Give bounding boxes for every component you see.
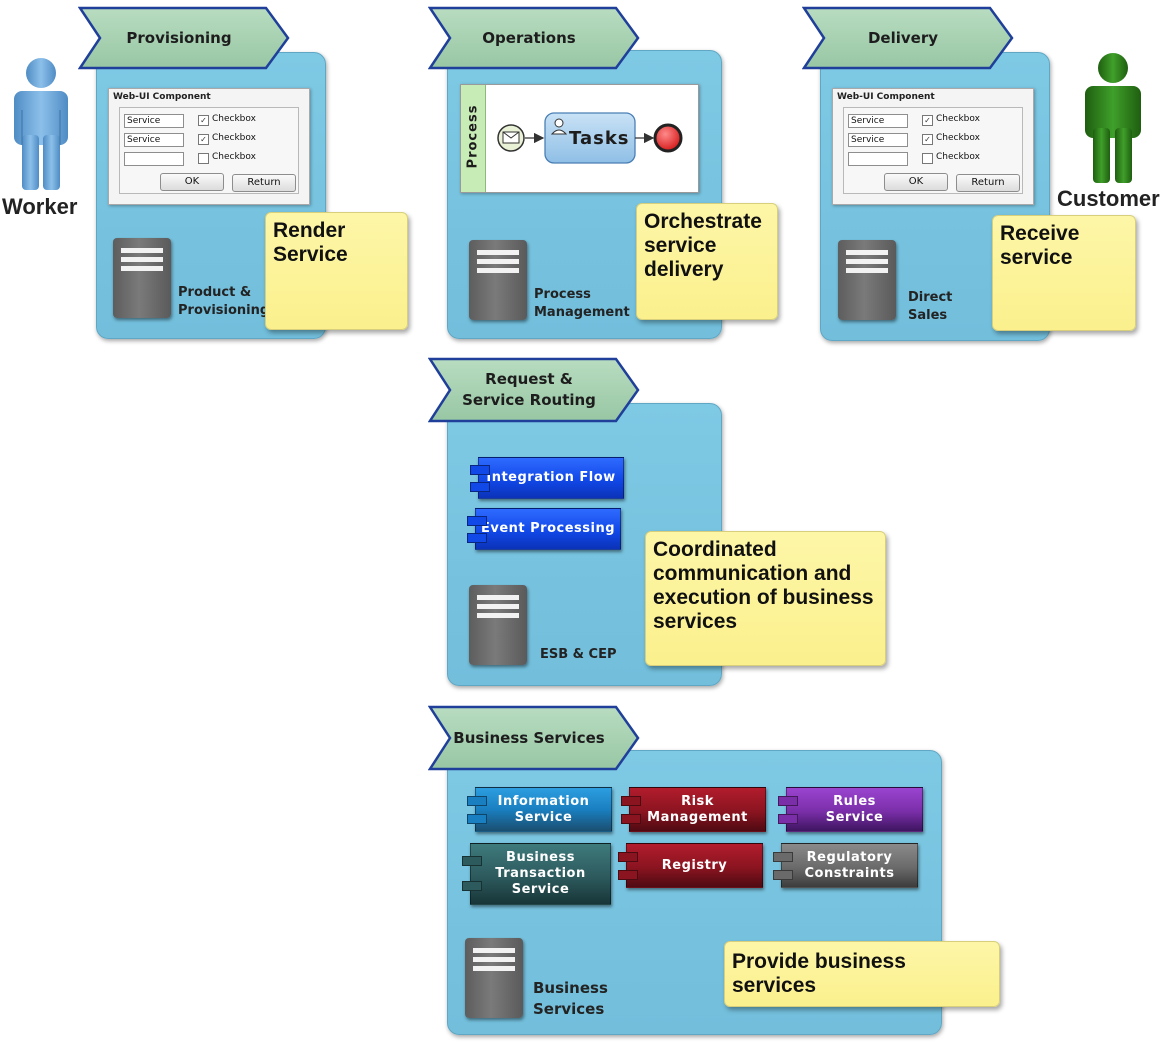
worker-label: Worker [2, 194, 78, 219]
checkbox-label: Checkbox [936, 114, 980, 124]
customer-label: Customer [1057, 186, 1160, 211]
delivery-webui: Web-UI Component Service Service ✓ Check… [832, 88, 1034, 205]
operations-tab-label: Operations [482, 28, 576, 47]
end-event-icon [653, 123, 683, 153]
delivery-note: Receive service [992, 215, 1136, 331]
risk-management-component: Risk Management [621, 787, 766, 832]
provisioning-webui: Web-UI Component Service Service ✓ Check… [108, 88, 310, 205]
task-label: Tasks [569, 128, 630, 149]
ok-button[interactable]: OK [884, 173, 948, 191]
routing-server-label: ESB & CEP [540, 647, 617, 662]
process-flow [497, 112, 683, 164]
business-transaction-service-component: Business Transaction Service [462, 843, 611, 905]
business-tab: Business Services [428, 705, 640, 771]
operations-note: Orchestrate service delivery [636, 203, 778, 320]
checkbox-unchecked[interactable] [198, 153, 209, 164]
event-processing-label: Event Processing [475, 508, 621, 550]
provisioning-server-label: Product & Provisioning [178, 285, 270, 318]
checkbox-label: Checkbox [212, 133, 256, 143]
customer-actor [1080, 50, 1146, 185]
integration-flow-label: Integration Flow [478, 457, 624, 499]
rules-service-component: Rules Service [778, 787, 923, 832]
delivery-tab: Delivery [802, 6, 1014, 70]
service-field[interactable]: Service [848, 133, 908, 147]
checkbox-label: Checkbox [936, 152, 980, 162]
checkbox-checked[interactable]: ✓ [922, 134, 933, 145]
checkbox-checked[interactable]: ✓ [198, 134, 209, 145]
webui-body: Service Service ✓ Checkbox ✓ Checkbox Ch… [119, 107, 299, 194]
process-pool: Process Tasks [460, 84, 699, 193]
business-note: Provide business services [724, 941, 1000, 1007]
checkbox-label: Checkbox [212, 114, 256, 124]
registry-component: Registry [618, 843, 763, 888]
server-icon [113, 238, 171, 318]
worker-person-icon [14, 58, 68, 190]
service-field[interactable]: Service [124, 133, 184, 147]
webui-title: Web-UI Component [837, 92, 935, 102]
information-service-label: Information Service [475, 787, 612, 832]
operations-server-label: Process Management [534, 287, 630, 320]
checkbox-checked[interactable]: ✓ [198, 115, 209, 126]
checkbox-checked[interactable]: ✓ [922, 115, 933, 126]
business-server-label: Business Services [533, 979, 608, 1018]
empty-field[interactable] [848, 152, 908, 166]
routing-tab-label: Request & Service Routing [462, 370, 596, 409]
customer-person-icon [1085, 53, 1141, 183]
return-button[interactable]: Return [232, 174, 296, 192]
pool-label: Process [465, 104, 481, 169]
webui-title: Web-UI Component [113, 92, 211, 102]
service-field[interactable]: Service [848, 114, 908, 128]
server-icon [469, 585, 527, 665]
business-transaction-service-label: Business Transaction Service [470, 843, 611, 905]
regulatory-constraints-label: Regulatory Constraints [781, 843, 918, 888]
business-tab-label: Business Services [453, 728, 605, 747]
checkbox-label: Checkbox [212, 152, 256, 162]
service-field[interactable]: Service [124, 114, 184, 128]
delivery-server-label: Direct Sales [908, 290, 953, 323]
pool-lane-header: Process [461, 85, 486, 192]
information-service-component: Information Service [467, 787, 612, 832]
ok-button[interactable]: OK [160, 173, 224, 191]
worker-actor [8, 55, 78, 195]
provisioning-tab: Provisioning [78, 6, 290, 70]
checkbox-unchecked[interactable] [922, 153, 933, 164]
rules-service-label: Rules Service [786, 787, 923, 832]
delivery-tab-label: Delivery [867, 28, 939, 47]
routing-note: Coordinated communication and execution … [645, 531, 886, 666]
registry-label: Registry [626, 843, 763, 888]
server-icon [838, 240, 896, 320]
regulatory-constraints-component: Regulatory Constraints [773, 843, 918, 888]
risk-management-label: Risk Management [629, 787, 766, 832]
return-button[interactable]: Return [956, 174, 1020, 192]
provisioning-tab-label: Provisioning [126, 28, 232, 47]
webui-body: Service Service ✓ Checkbox ✓ Checkbox Ch… [843, 107, 1023, 194]
server-icon [469, 240, 527, 320]
operations-tab: Operations [428, 6, 640, 70]
routing-tab: Request & Service Routing [428, 357, 640, 423]
server-icon [465, 938, 523, 1018]
provisioning-note: Render Service [265, 212, 408, 330]
integration-flow-component: Integration Flow [470, 457, 624, 499]
event-processing-component: Event Processing [467, 508, 621, 550]
empty-field[interactable] [124, 152, 184, 166]
checkbox-label: Checkbox [936, 133, 980, 143]
